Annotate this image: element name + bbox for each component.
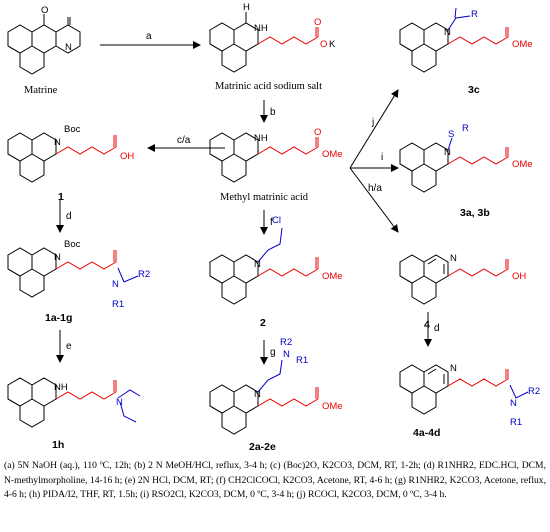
atom-r2-c1a: R2: [138, 269, 151, 280]
reaction-arrows: [56, 41, 432, 365]
structure-compound-2a-2e: [209, 359, 319, 435]
atom-o-matrine: O: [41, 5, 49, 16]
atom-r1-c2a: R1: [296, 355, 309, 366]
atom-r2-c4a: R2: [528, 386, 541, 397]
structure-salt: [209, 12, 319, 73]
atom-s-c3a: S: [448, 129, 455, 140]
caption-compound-2: 2: [260, 317, 266, 329]
step-label-h-a: h/a: [368, 183, 382, 194]
atom-n-matrine: N: [65, 42, 72, 53]
step-label-j: j: [372, 117, 375, 128]
atom-n-amide-c4a: N: [510, 398, 517, 409]
step-label-d: d: [66, 211, 72, 222]
atom-nh-salt: NH: [254, 23, 268, 34]
structure-compound-1a-1g: [7, 247, 139, 298]
caption-compound-1h: 1h: [52, 439, 65, 451]
atom-n-c4a: N: [450, 363, 457, 374]
step-label-e: e: [66, 341, 72, 352]
caption-compound-2a-2e: 2a-2e: [249, 441, 276, 453]
atom-o-k-salt: O: [320, 39, 328, 50]
atom-n-c2: N: [254, 259, 261, 270]
atom-r2-c2a: R2: [280, 337, 293, 348]
caption-methyl-ester: Methyl matrinic acid: [220, 192, 309, 203]
atom-oh-c4: OH: [512, 271, 527, 282]
atom-ome-c2a: OMe: [322, 401, 343, 412]
atom-o-salt: O: [314, 17, 322, 28]
structure-matrine: [7, 14, 81, 75]
atom-n-amide-c1a: N: [112, 279, 119, 290]
structure-compound-2: [209, 227, 319, 305]
atom-n-c4: N: [450, 253, 457, 264]
atom-ome-ester: OMe: [322, 149, 343, 160]
atom-boc-c1: Boc: [64, 124, 81, 135]
atom-n-c1h: N: [116, 397, 123, 408]
structure-methyl-matrinic-acid: [209, 132, 319, 183]
structure-compound-1: [7, 132, 117, 183]
atom-ome-c3c: OMe: [512, 39, 533, 50]
atom-r-c3c: R: [471, 9, 478, 20]
atom-k-salt: K: [329, 39, 336, 50]
atom-r-c3a: R: [462, 123, 469, 134]
structure-compound-3c: [399, 7, 509, 73]
step-label-g: g: [270, 347, 276, 358]
atom-o-ester: O: [314, 127, 322, 138]
step-label-b: b: [270, 107, 276, 118]
caption-compound-4: 4: [424, 319, 430, 331]
atom-n-c3a: N: [444, 147, 451, 158]
atom-r1-c1a: R1: [112, 299, 125, 310]
caption-compound-4a-4d: 4a-4d: [413, 427, 441, 439]
atom-ome-c2: OMe: [322, 271, 343, 282]
caption-compound-1a-1g: 1a-1g: [45, 312, 73, 324]
atom-cl-c2: Cl: [272, 215, 281, 226]
caption-salt: Matrinic acid sodium salt: [215, 81, 323, 92]
arrow-h-a: [349, 167, 399, 233]
caption-matrine: Matrine: [24, 85, 58, 96]
atom-n-c3c: N: [444, 27, 451, 38]
caption-compound-3c: 3c: [468, 84, 480, 96]
structure-compound-4: [399, 254, 509, 305]
atom-n-c2a: N: [254, 389, 261, 400]
step-label-a: a: [146, 31, 152, 42]
caption-compound-3a-3b: 3a, 3b: [460, 207, 490, 219]
reaction-conditions: (a) 5N NaOH (aq.), 110 ºC, 12h; (b) 2 N …: [4, 460, 546, 501]
atom-n-amine-c2a: N: [283, 349, 290, 360]
step-label-i: i: [381, 152, 384, 163]
caption-compound-1: 1: [58, 191, 64, 203]
atom-h-salt: H: [243, 2, 250, 13]
atom-n-c1a: N: [54, 252, 61, 263]
step-label-d-right: d: [434, 323, 440, 334]
step-label-f: f: [270, 217, 273, 228]
structure-compound-4a-4d: [399, 364, 529, 415]
atom-nh-ester: NH: [254, 133, 268, 144]
atom-r1-c4a: R1: [510, 417, 523, 428]
structure-compound-1h: [7, 377, 141, 428]
step-label-c-a: c/a: [177, 135, 191, 146]
atom-nh-c1h: NH: [54, 382, 68, 393]
arrow-j: [349, 89, 399, 169]
atom-boc-c1a: Boc: [64, 239, 81, 250]
structure-compound-3a-3b: [399, 137, 509, 193]
atom-n-c1: N: [54, 137, 61, 148]
atom-oh-c1: OH: [120, 151, 135, 162]
atom-ome-c3a: OMe: [512, 159, 533, 170]
